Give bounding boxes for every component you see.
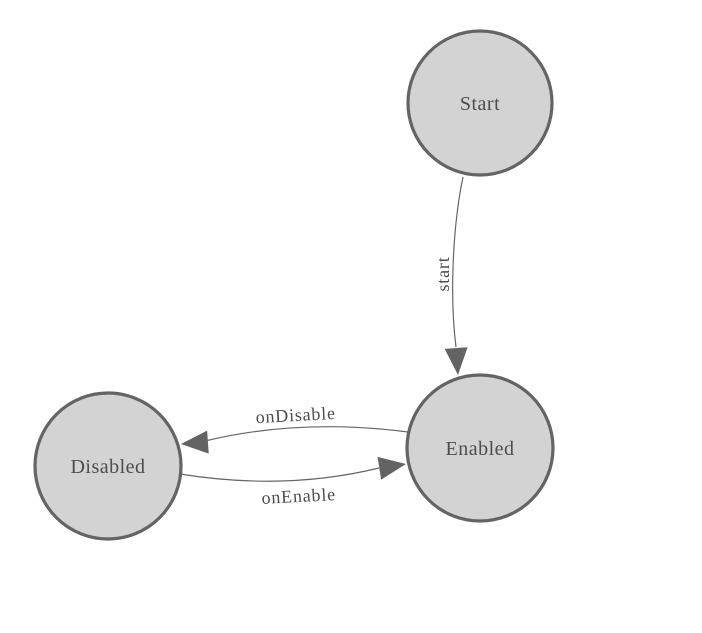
node-enabled[interactable]: Enabled (405, 373, 555, 523)
node-label-enabled: Enabled (445, 438, 514, 460)
edge-line-enabled-to-disabled (204, 426, 409, 442)
state-circle-start[interactable] (406, 29, 554, 177)
edge-label-enabled-to-disabled: onDisable (255, 403, 336, 427)
edge-enabled-to-disabled: onDisable (181, 403, 409, 454)
node-disabled[interactable]: Disabled (33, 391, 183, 541)
edge-start-to-enabled: start (433, 176, 468, 375)
arrowhead-icon (444, 347, 468, 375)
state-circle-disabled[interactable] (33, 391, 183, 541)
state-circle-enabled[interactable] (405, 373, 555, 523)
node-label-start: Start (460, 93, 500, 115)
edge-line-disabled-to-enabled (179, 467, 380, 482)
edge-disabled-to-enabled: onEnable (179, 456, 406, 508)
node-start[interactable]: Start (406, 29, 554, 177)
edge-label-disabled-to-enabled: onEnable (261, 484, 336, 508)
edge-label-start-to-enabled: start (433, 257, 453, 292)
edge-line-start-to-enabled (452, 176, 464, 348)
arrowhead-icon (377, 456, 406, 480)
arrowhead-icon (181, 430, 209, 454)
node-label-disabled: Disabled (70, 456, 145, 478)
